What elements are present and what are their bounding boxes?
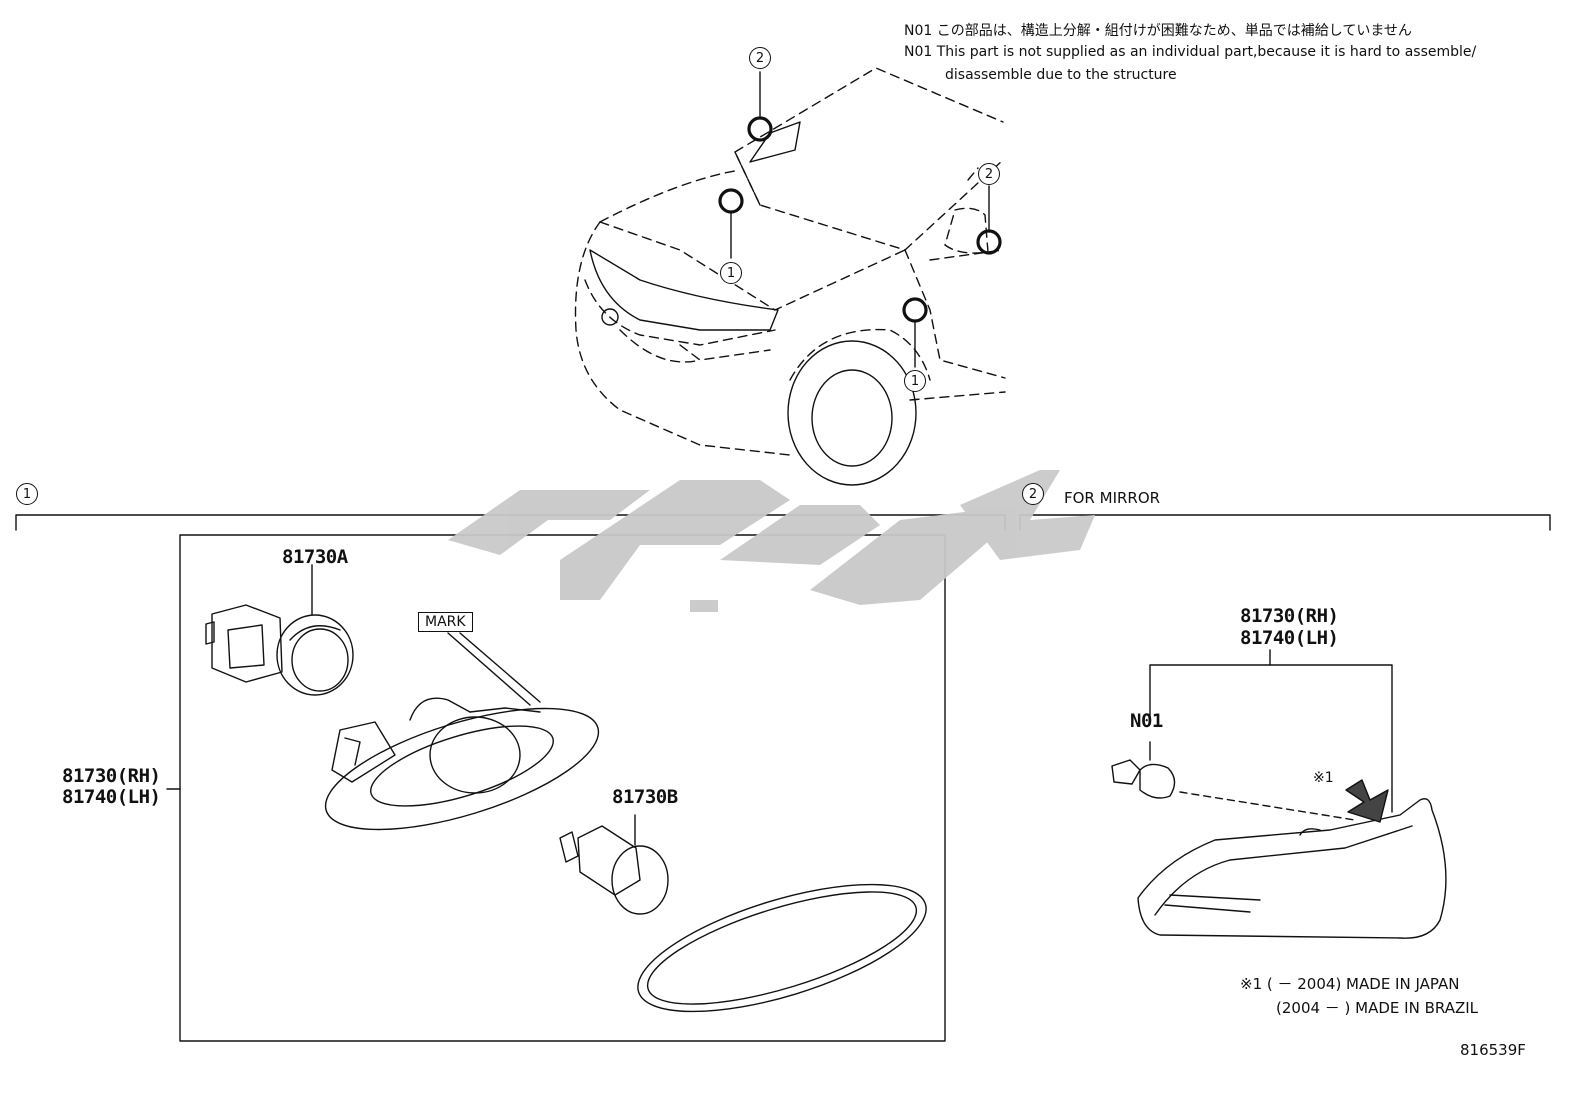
callout-2-mirror: 2 [978,163,1000,185]
locator-marks [718,116,1002,323]
note-n01-en-2: disassemble due to the structure [945,67,1177,83]
note-n01-ja: N01 この部品は、構造上分解・組付けが困難なため、単品では補給していません [904,23,1412,39]
footnote-japan: ※1 ( － 2004) MADE IN JAPAN [1240,975,1460,993]
assembly-rh-2: 81730(RH) [1240,605,1339,627]
lens-cover [637,883,927,1013]
drawing-id: 816539F [1460,1041,1526,1059]
note-n01-en-1: N01 This part is not supplied as an indi… [904,44,1477,60]
bulb-N01 [1111,741,1176,799]
bulb-81730B [559,814,669,915]
callout-1-fender: 1 [904,370,926,392]
part-81730B: 81730B [612,786,678,808]
mark-label: MARK [418,612,473,632]
section2-label: 2 [1022,483,1044,505]
section2-bracket [1019,514,1551,531]
assembly-rh-1: 81730(RH) [62,765,161,787]
bulb-N01-label: N01 [1130,710,1163,732]
callout-2-top: 2 [749,47,771,69]
footnote-brazil: (2004 － ) MADE IN BRAZIL [1276,999,1479,1017]
lamp-housing [324,697,600,831]
front-wheel [787,340,917,486]
section1-label: 1 [16,483,38,505]
socket-81730A [205,564,354,696]
watermark-logo [448,470,1095,612]
section1-box [179,534,946,1042]
assembly-lh-1: 81740(LH) [62,786,161,808]
assembly-lh-2: 81740(LH) [1240,627,1339,649]
callout-1-hood: 1 [720,262,742,284]
asterisk-1-label: ※1 [1313,770,1334,786]
section2-title: FOR MIRROR [1064,489,1161,507]
assembly-bracket [1149,664,1393,813]
arrow-1 [1345,779,1389,823]
part-81730A: 81730A [282,546,348,568]
mirror-lamp [1137,798,1447,939]
